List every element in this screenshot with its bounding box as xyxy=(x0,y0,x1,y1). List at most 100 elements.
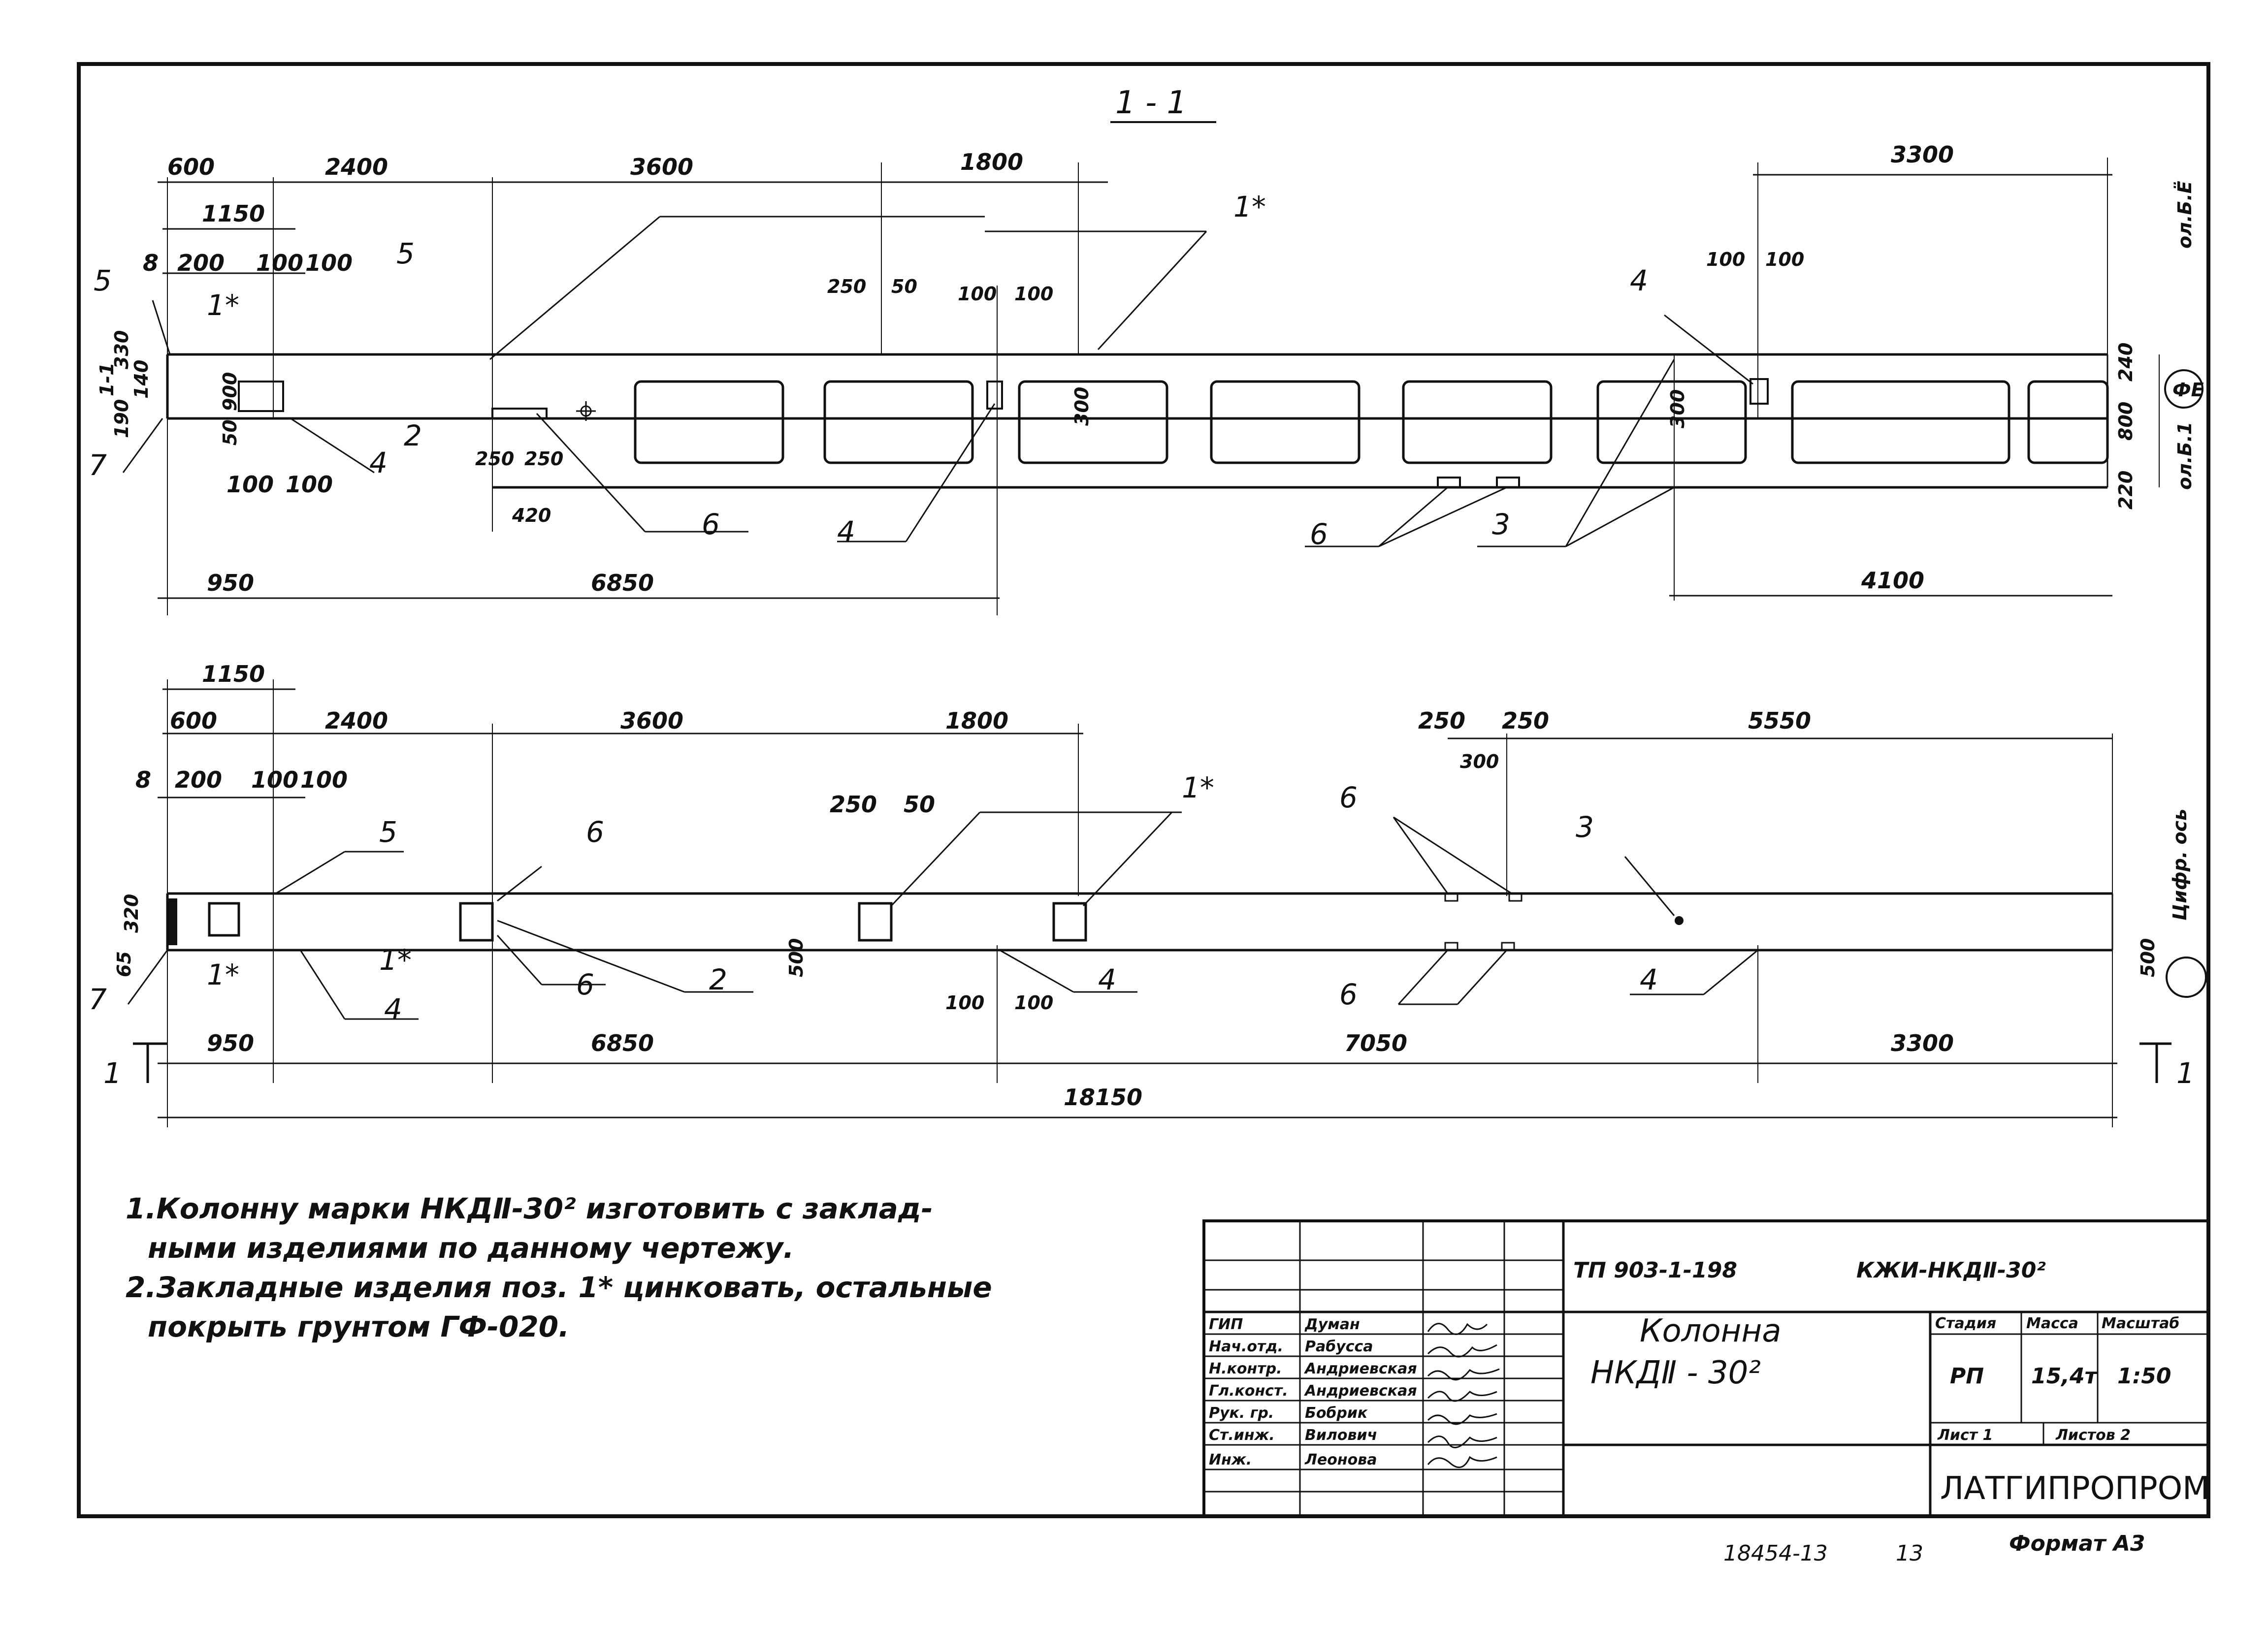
label-lower-pos-8: 2 xyxy=(709,963,727,996)
label-upper-dims_2-6: 100 xyxy=(1765,249,1804,270)
label-title_block-sheet: Лист 1 xyxy=(1937,1427,1993,1444)
lower-view xyxy=(127,679,2207,1127)
label-lower-dims_top-1: 600 xyxy=(170,707,217,734)
label-upper-dims_side-3: 50 xyxy=(219,419,241,446)
label-lower-dims_2-1: 200 xyxy=(175,766,222,793)
label-title_block-roles-5: Ст.инж. xyxy=(1209,1427,1275,1444)
label-lower-dims_top-4: 1800 xyxy=(945,707,1008,734)
label-upper-dims_top-2: 3600 xyxy=(630,154,693,180)
label-upper-dims_side-9: 220 xyxy=(2115,471,2137,510)
label-title_block-roles-2: Н.контр. xyxy=(1209,1360,1282,1377)
label-lower-dims_bottom-2: 7050 xyxy=(1344,1030,1407,1056)
label-lower-total: 18150 xyxy=(1064,1084,1142,1111)
label-lower-pos-13: 7 xyxy=(89,983,107,1016)
label-lower-dims_top-0: 1150 xyxy=(202,661,265,687)
label-footer-format: Формат А3 xyxy=(2009,1531,2145,1556)
label-title_block-stage: РП xyxy=(1950,1364,1984,1389)
section-title: 1 - 1 xyxy=(1115,85,1187,121)
label-lower-pos-0: 5 xyxy=(379,815,397,849)
label-upper-dims_side-7: 800 xyxy=(2115,402,2137,441)
label-upper-section_mark: 1-1 xyxy=(96,362,118,396)
label-title_block-people-4: Бобрик xyxy=(1305,1405,1368,1422)
label-lower-dims_2-5: 50 xyxy=(904,791,935,818)
label-upper-dims_side-2: 190 xyxy=(111,399,132,438)
label-title_block-people-3: Андриевская xyxy=(1304,1382,1417,1400)
label-lower-dims_top-2: 2400 xyxy=(325,707,388,734)
label-lower-dims_2-4: 250 xyxy=(830,791,877,818)
notes: 1.Колонну марки НКДⅡ-30² изготовить с за… xyxy=(126,1192,992,1343)
label-lower-dims_bottom-0: 950 xyxy=(207,1030,254,1056)
label-footer-inv: 18454-13 xyxy=(1723,1541,1828,1566)
label-upper-dims_2-0: 1150 xyxy=(202,200,265,227)
label-upper-dims_top-0: 600 xyxy=(167,154,215,180)
label-title_block-code: ТП 903-1-198 xyxy=(1573,1258,1737,1283)
label-upper-dims_side-4: 900 xyxy=(219,372,241,411)
label-title_block-scale: 1:50 xyxy=(2117,1364,2171,1389)
label-lower-pos-12: 3 xyxy=(1576,810,1594,844)
label-upper-axes-0: ФЕ xyxy=(2172,379,2204,401)
label-lower-pos-5: 1* xyxy=(207,958,239,991)
sheet-frame xyxy=(77,62,2210,1518)
axis-marker-upper xyxy=(2164,369,2203,409)
label-upper-dims_top-1: 2400 xyxy=(325,154,388,180)
signature-4 xyxy=(1427,1390,1497,1402)
label-upper-pos-2: 1* xyxy=(207,288,239,322)
label-lower-dims_top-5: 250 xyxy=(1418,707,1465,734)
label-upper-axes-2: ол.Б.1 xyxy=(2174,422,2196,490)
label-upper-pos-9: 6 xyxy=(1310,517,1328,551)
label-upper-dims_side-1: 140 xyxy=(130,360,152,399)
label-lower-pos-2: 6 xyxy=(576,968,594,1001)
label-upper-dims_low-1: 100 xyxy=(286,471,333,498)
label-upper-dims_top-4: 3300 xyxy=(1891,141,1954,168)
label-title_block-roles-4: Рук. гр. xyxy=(1209,1405,1274,1422)
label-upper-dims_3-3: 100 xyxy=(305,250,353,276)
label-lower-dims_2-0: 8 xyxy=(135,766,151,793)
label-title_block-mass: 15,4т xyxy=(2031,1364,2099,1389)
label-upper-pos-10: 3 xyxy=(1492,508,1510,541)
label-upper-pos-3: 1* xyxy=(1233,190,1266,223)
label-title_block-people-5: Вилович xyxy=(1305,1427,1377,1444)
label-upper-dims_low-0: 100 xyxy=(227,471,274,498)
label-lower-dims_side-3: 65 xyxy=(113,951,135,977)
upper-position-labels: 5 5 1* 1* 2 4 4 4 6 6 3 7 xyxy=(89,190,1648,551)
label-title_block-people-1: Рабусса xyxy=(1305,1338,1373,1355)
label-upper-dims_low-2: 250 xyxy=(475,448,514,470)
label-upper-dims_bottom-1: 6850 xyxy=(591,570,654,596)
label-lower-dims_side-4: 500 xyxy=(785,938,807,977)
label-lower-dims_bottom-3: 3300 xyxy=(1891,1030,1954,1056)
label-title_block-people-2: Андриевская xyxy=(1304,1360,1417,1377)
label-upper-pos-7: 4 xyxy=(1630,264,1648,297)
label-upper-dims_2-5: 100 xyxy=(1706,249,1745,270)
signature-6 xyxy=(1427,1436,1497,1448)
label-title_block-scale_label: Масштаб xyxy=(2102,1315,2179,1332)
label-upper-dims_3-2: 100 xyxy=(256,250,303,276)
label-upper-pos-6: 4 xyxy=(837,515,855,548)
label-lower-dims_2-3: 100 xyxy=(300,766,348,793)
footer: 18454-13 13 Формат А3 xyxy=(1723,1531,2145,1566)
title-block xyxy=(1202,1219,2210,1518)
label-lower-dims_top-3: 3600 xyxy=(620,707,683,734)
label-upper-pos-1: 5 xyxy=(396,237,415,270)
label-notes-0: 1.Колонну марки НКДⅡ-30² изготовить с за… xyxy=(126,1192,933,1225)
label-title_block-mark: КЖИ-НКДⅡ-30² xyxy=(1856,1258,2046,1283)
signature-5 xyxy=(1427,1413,1497,1425)
label-lower-dims_low-1: 100 xyxy=(1014,992,1053,1014)
label-upper-pos-8: 6 xyxy=(702,508,720,541)
label-upper-dims_2-1: 250 xyxy=(827,276,866,297)
label-lower-dims_top-6: 250 xyxy=(1502,707,1549,734)
label-lower-cut_right: 1 xyxy=(2176,1056,2195,1090)
label-upper-dims_side-6: 300 xyxy=(1667,389,1688,428)
label-lower-dims_top-7: 5550 xyxy=(1748,707,1811,734)
label-upper-axes-1: ол.Б.Ё xyxy=(2174,181,2196,249)
label-title_block-org: ЛАТГИПРОПРОМ xyxy=(1940,1470,2209,1507)
label-upper-dims_bottom-2: 4100 xyxy=(1861,567,1924,594)
label-lower-pos-11: 4 xyxy=(1640,963,1658,996)
label-upper-dims_top-3: 1800 xyxy=(960,149,1023,175)
label-lower-pos-6: 1* xyxy=(379,943,412,977)
signature-7 xyxy=(1427,1456,1497,1468)
label-lower-pos-10: 4 xyxy=(1098,963,1116,996)
label-upper-dims_bottom-0: 950 xyxy=(207,570,254,596)
label-lower-dims_side-1: 320 xyxy=(121,894,142,933)
label-lower-dims_low-0: 100 xyxy=(945,992,984,1014)
